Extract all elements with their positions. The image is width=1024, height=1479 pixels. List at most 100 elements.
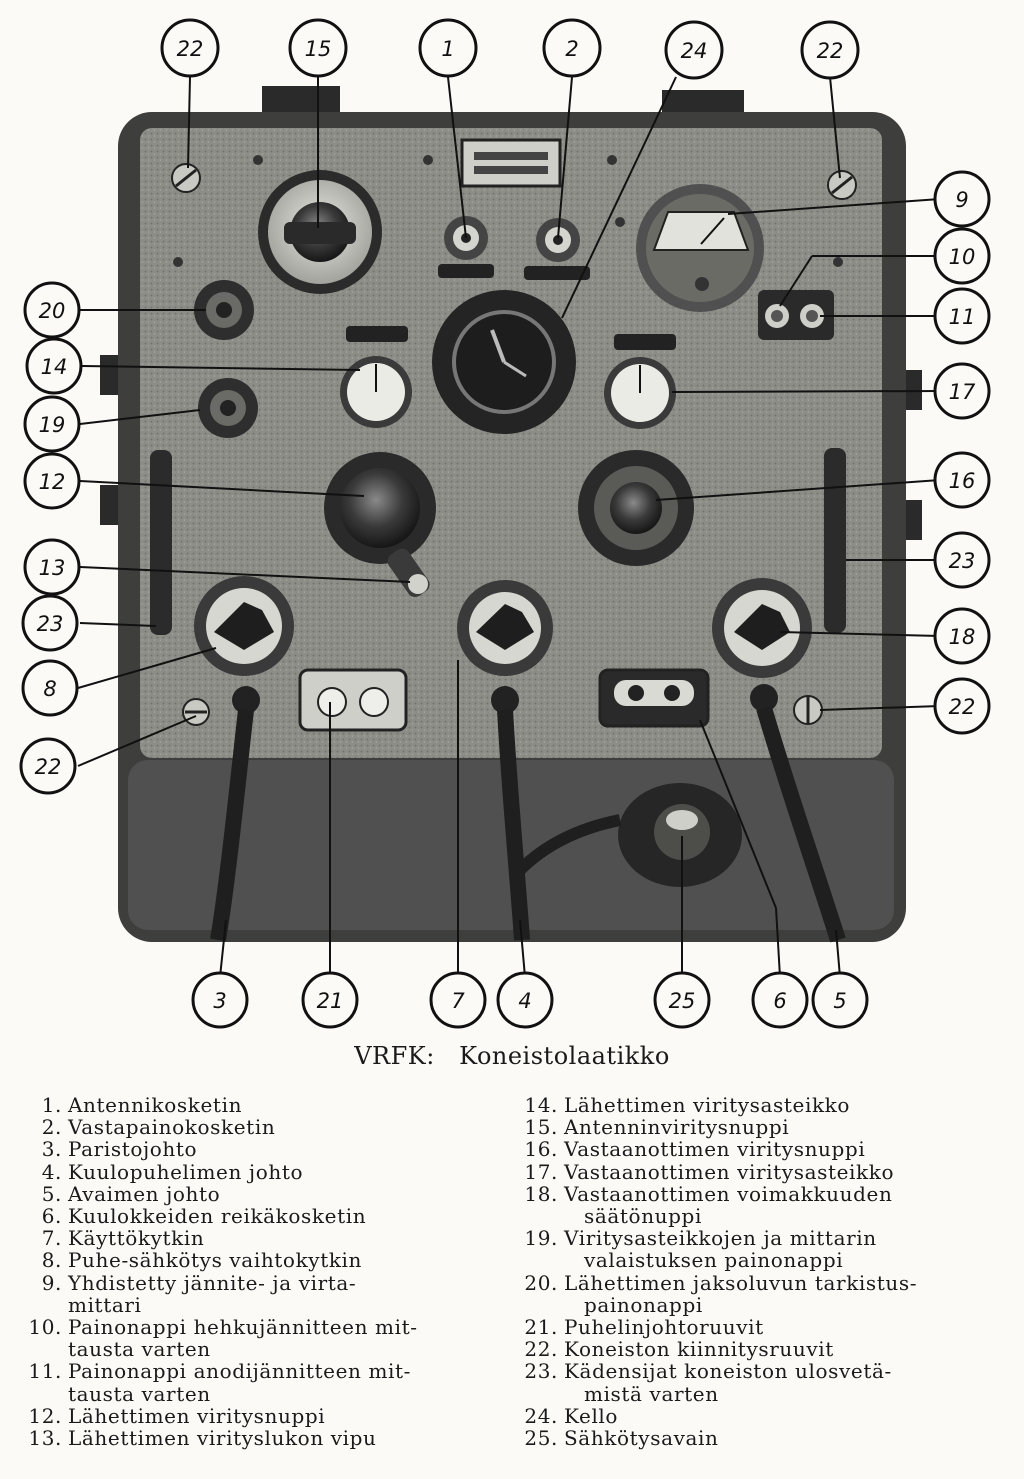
legend-text: Vastaanottimen viritysnuppi <box>564 1137 866 1162</box>
callout-top: 2 <box>542 18 602 78</box>
legend-number: 19. <box>524 1226 558 1251</box>
legend-number: 5. <box>41 1181 62 1206</box>
callouts: 22 15 1 2 24 22 20 14 19 12 13 23 8 22 9… <box>19 18 991 1029</box>
legend-text: Kello <box>564 1403 619 1428</box>
legend-item: 11.Painonappi anodijännitteen mit-tausta… <box>26 1359 496 1405</box>
frequency-check-button[interactable] <box>194 280 254 340</box>
callout-bottom: 4 <box>496 971 554 1029</box>
headphone-jack[interactable] <box>598 668 710 728</box>
legend-text: Puhelinjohtoruuvit <box>564 1315 764 1340</box>
callout-right: 22 <box>933 677 991 735</box>
counterpoise-terminal[interactable] <box>524 218 590 280</box>
svg-text:25: 25 <box>669 989 696 1013</box>
mounting-screw[interactable] <box>171 163 201 193</box>
svg-text:21: 21 <box>317 989 344 1013</box>
legend-text: Painonappi hehkujännitteen mit- <box>68 1315 418 1340</box>
legend-item: 22.Koneiston kiinnitysruuvit <box>522 1338 1002 1360</box>
anode-voltage-button[interactable] <box>800 304 824 328</box>
svg-text:7: 7 <box>451 989 465 1013</box>
legend-item: 16.Vastaanottimen viritysnuppi <box>522 1138 1002 1160</box>
svg-text:3: 3 <box>213 989 226 1013</box>
callout-right: 23 <box>933 531 991 589</box>
legend-number: 24. <box>524 1403 558 1428</box>
callout-top: 15 <box>288 18 348 78</box>
battery-cable <box>210 686 260 942</box>
svg-text:16: 16 <box>949 469 976 493</box>
callout-bottom: 5 <box>811 971 869 1029</box>
legend-number: 10. <box>28 1315 62 1340</box>
legend-text: Sähkötysavain <box>564 1426 719 1451</box>
svg-text:22: 22 <box>949 695 976 719</box>
panel-screws <box>173 155 843 267</box>
legend-number: 13. <box>28 1426 62 1451</box>
figure-caption: VRFK: Koneistolaatikko <box>354 1042 670 1070</box>
svg-text:10: 10 <box>949 245 976 269</box>
svg-text:19: 19 <box>39 413 66 437</box>
clock <box>432 290 576 434</box>
antenna-tuning-knob[interactable] <box>258 170 382 294</box>
svg-text:6: 6 <box>773 989 786 1013</box>
svg-text:2: 2 <box>565 37 578 61</box>
legend-item: 25.Sähkötysavain <box>522 1427 1002 1449</box>
power-switch[interactable] <box>457 580 553 676</box>
svg-text:12: 12 <box>39 470 66 494</box>
legend-text: Kuulopuhelimen johto <box>68 1159 304 1184</box>
tuning-lock-lever[interactable] <box>384 545 432 600</box>
callout-left: 8 <box>21 659 79 717</box>
legend-text: Lähettimen viritysasteikko <box>564 1093 851 1117</box>
mounting-screw[interactable] <box>827 170 857 200</box>
handle-left[interactable] <box>150 450 172 635</box>
legend-number: 1. <box>41 1093 62 1117</box>
svg-text:23: 23 <box>37 612 64 636</box>
callout-left: 14 <box>25 337 83 395</box>
callout-right: 17 <box>933 362 991 420</box>
handle-right[interactable] <box>824 448 846 633</box>
callout-right: 18 <box>933 607 991 665</box>
legend-text: Kädensijat koneiston ulosvetä- <box>564 1359 892 1384</box>
legend-number: 12. <box>28 1403 62 1428</box>
callout-bottom: 25 <box>653 971 711 1029</box>
legend-number: 7. <box>41 1226 62 1251</box>
telephone-terminals[interactable] <box>298 668 408 732</box>
legend-number: 17. <box>524 1159 558 1184</box>
receiver-tuning-knob[interactable] <box>578 450 694 566</box>
callout-right: 10 <box>933 227 991 285</box>
filament-voltage-button[interactable] <box>765 304 789 328</box>
nameplate <box>460 138 562 188</box>
callout-right: 11 <box>933 287 991 345</box>
legend-text: Yhdistetty jännite- ja virta- <box>68 1270 357 1295</box>
transmitter-tuning-knob[interactable] <box>324 452 436 564</box>
mounting-screw[interactable] <box>182 698 210 726</box>
svg-text:15: 15 <box>305 37 332 61</box>
legend-number: 15. <box>524 1115 558 1140</box>
legend-text: mistä varten <box>584 1381 719 1406</box>
receiver-volume-knob[interactable] <box>712 578 812 678</box>
legend-item: 4.Kuulopuhelimen johto <box>26 1159 496 1184</box>
legend-item: 13.Lähettimen virityslukon vipu <box>26 1427 496 1449</box>
voice-cw-switch[interactable] <box>194 576 294 676</box>
legend-text: Antenninviritysnuppi <box>564 1115 790 1140</box>
legend-text: Vastaanottimen voimakkuuden <box>564 1181 893 1206</box>
legend-item: 10.Painonappi hehkujännitteen mit-tausta… <box>26 1315 496 1361</box>
callout-bottom: 6 <box>751 971 809 1029</box>
telegraph-key[interactable] <box>515 783 742 887</box>
legend-text: Vastapainokosketin <box>68 1115 276 1140</box>
illumination-button[interactable] <box>198 378 258 438</box>
legend-text: mittari <box>68 1292 142 1317</box>
legend-item: 24.Kello <box>522 1405 1002 1427</box>
callout-bottom: 7 <box>429 971 487 1029</box>
callout-left: 12 <box>23 452 81 510</box>
callout-top: 1 <box>418 18 478 78</box>
legend-text: valaistuksen painonappi <box>584 1248 844 1273</box>
svg-text:4: 4 <box>518 989 531 1013</box>
mounting-screw[interactable] <box>793 695 823 725</box>
legend-text: Lähettimen viritysnuppi <box>68 1403 326 1428</box>
legend-item: 9.Yhdistetty jännite- ja virta-mittari <box>26 1270 496 1317</box>
legend-text: Vastaanottimen viritysasteikko <box>564 1159 895 1184</box>
legend-text: Viritysasteikkojen ja mittarin <box>564 1226 877 1251</box>
legend-number: 11. <box>28 1359 62 1384</box>
svg-text:11: 11 <box>949 305 976 329</box>
